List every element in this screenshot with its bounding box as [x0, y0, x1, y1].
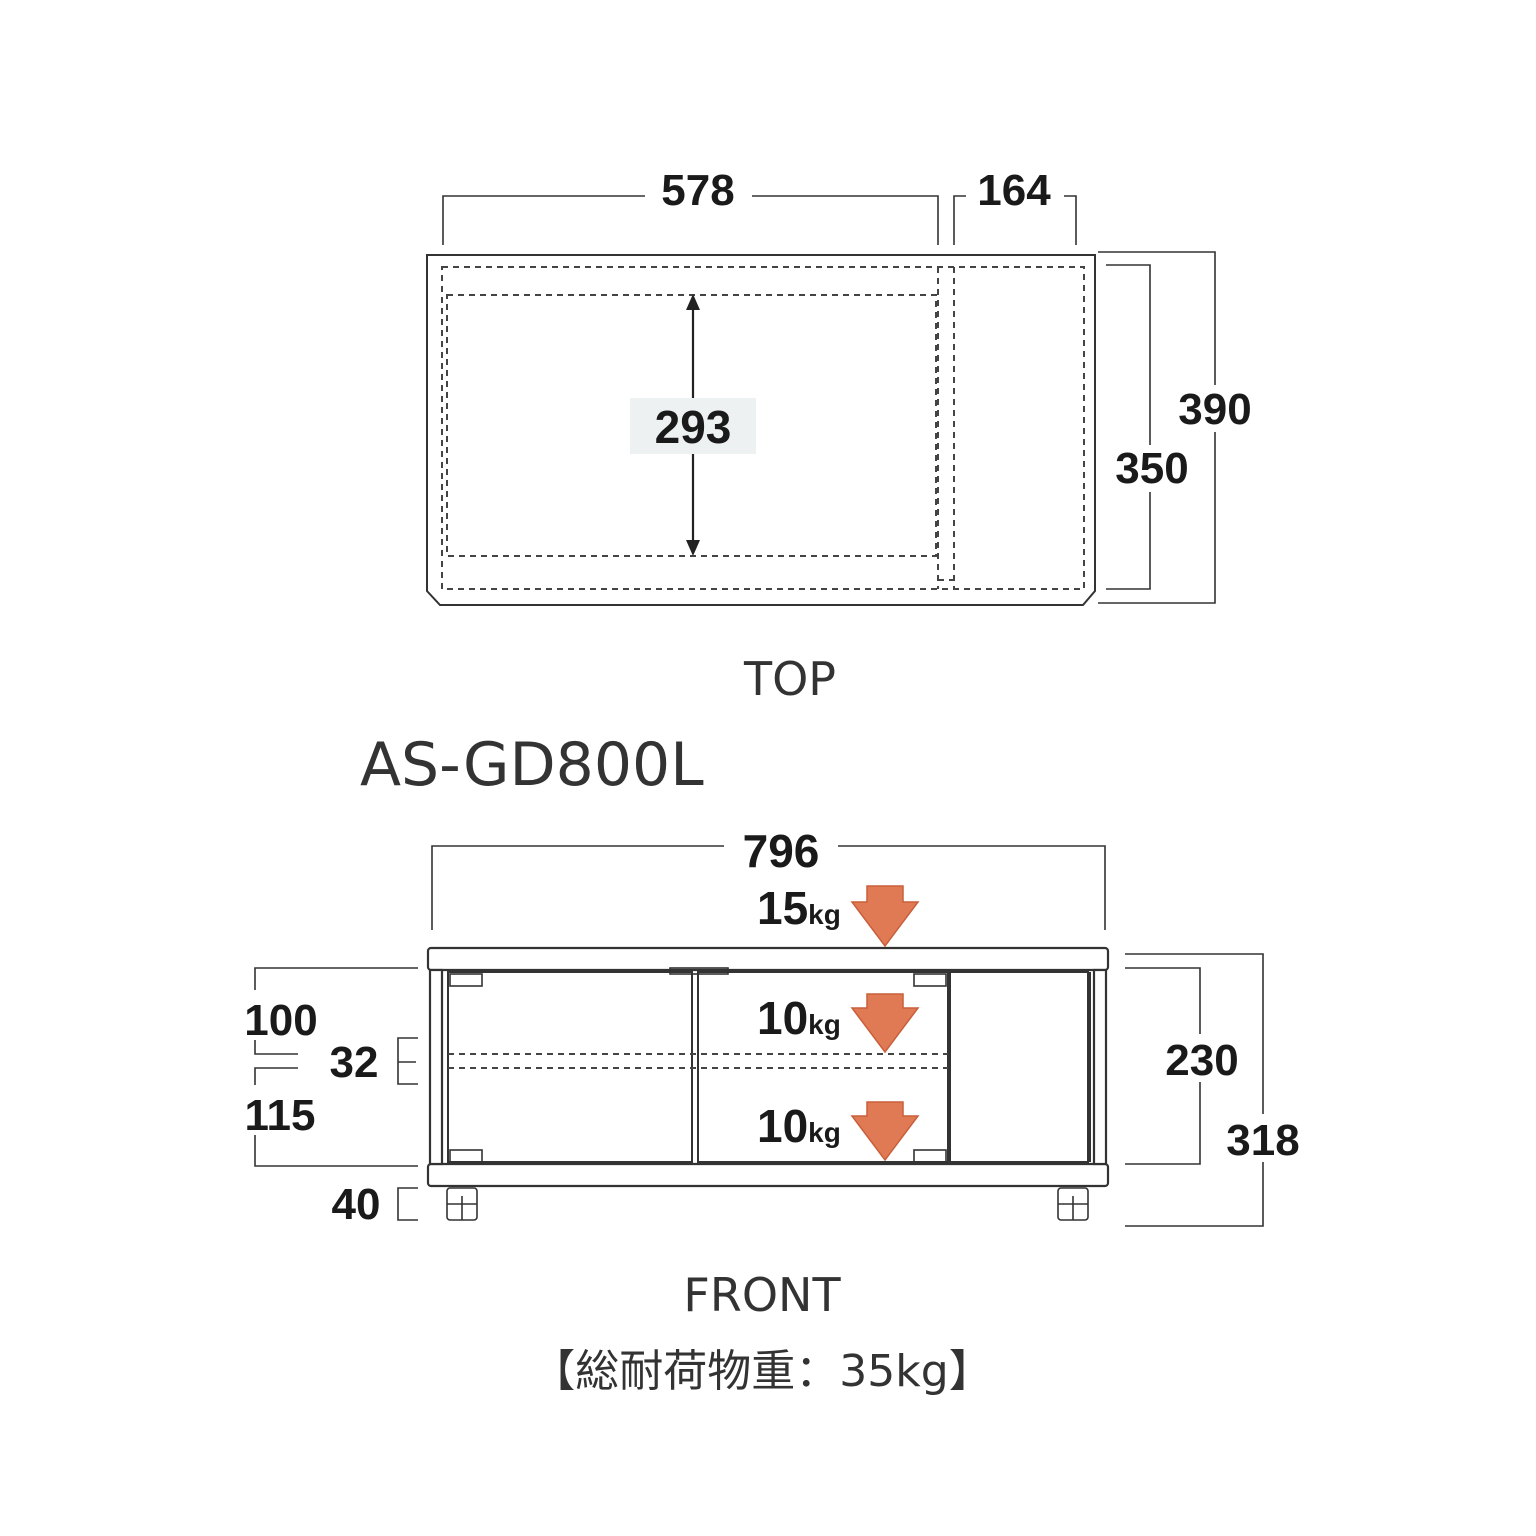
load-arrow-bottom: [850, 1101, 920, 1162]
load-value-bottom: 10: [757, 1100, 808, 1152]
dim-caster: 40: [332, 1180, 381, 1229]
dim-upper-space: 100: [244, 996, 317, 1045]
open-compartment: [949, 971, 1089, 1163]
top-view: 578 164 293 350 390 TOP: [426, 166, 1252, 706]
load-unit-bottom: kg: [808, 1117, 841, 1148]
dim-height-total: 318: [1226, 1116, 1299, 1165]
hinge-bottom-left: [449, 1149, 483, 1163]
dim-top-depth-inner: 293: [655, 401, 732, 453]
dim-line-115: [254, 1067, 418, 1167]
dim-front-width-total: 796: [743, 825, 820, 877]
dim-height-inner: 230: [1165, 1036, 1238, 1085]
load-unit-middle: kg: [808, 1009, 841, 1040]
total-load-text: 【総耐荷物重：35kg】: [531, 1346, 992, 1397]
dim-lower-space: 115: [245, 1091, 316, 1140]
dim-shelf-gap: 32: [330, 1038, 379, 1087]
label-bg-293: [630, 398, 756, 454]
load-arrow-top: [850, 885, 920, 948]
top-main-compartment: [446, 294, 937, 557]
cabinet-bottom-panel: [426, 1162, 1110, 1188]
cabinet-right-side: [1092, 968, 1108, 1166]
hinge-bottom-right: [913, 1149, 947, 1163]
model-name: AS-GD800L: [360, 730, 704, 800]
top-view-label: TOP: [743, 652, 836, 706]
dim-line-318: [1125, 953, 1264, 1227]
dim-line-164: [953, 195, 1077, 245]
dim-line-40: [397, 1187, 418, 1221]
dim-line-796: [431, 845, 1106, 930]
dim-line-390: [1098, 251, 1216, 604]
front-view-label: FRONT: [683, 1268, 841, 1322]
dim-top-depth-total: 390: [1178, 385, 1251, 434]
cabinet-left-side: [428, 968, 444, 1166]
load-label-middle: 10kg: [757, 992, 841, 1044]
dim-top-depth-mid: 350: [1115, 444, 1188, 493]
cabinet-top-panel: [426, 946, 1110, 972]
top-inner-dashed: [441, 266, 1085, 590]
dim-top-width-side: 164: [977, 166, 1051, 215]
top-outline: [426, 254, 1096, 606]
hinge-top-right: [913, 973, 947, 987]
hinge-top-left: [449, 973, 483, 987]
load-arrow-middle: [850, 993, 920, 1054]
dim-line-350: [1106, 264, 1151, 590]
load-label-top: 15kg: [757, 882, 841, 934]
dim-line-100: [254, 967, 418, 1055]
front-view: 796: [244, 825, 1299, 1397]
dim-line-230: [1125, 967, 1201, 1165]
caster-right: [1057, 1187, 1089, 1221]
load-unit-top: kg: [808, 899, 841, 930]
door-top-joint: [669, 967, 729, 975]
dim-top-width-main: 578: [661, 166, 734, 215]
load-label-bottom: 10kg: [757, 1100, 841, 1152]
caster-left: [446, 1187, 478, 1221]
load-value-top: 15: [757, 882, 808, 934]
load-value-middle: 10: [757, 992, 808, 1044]
dim-line-32: [397, 1037, 418, 1085]
dim-line-578: [442, 195, 939, 245]
